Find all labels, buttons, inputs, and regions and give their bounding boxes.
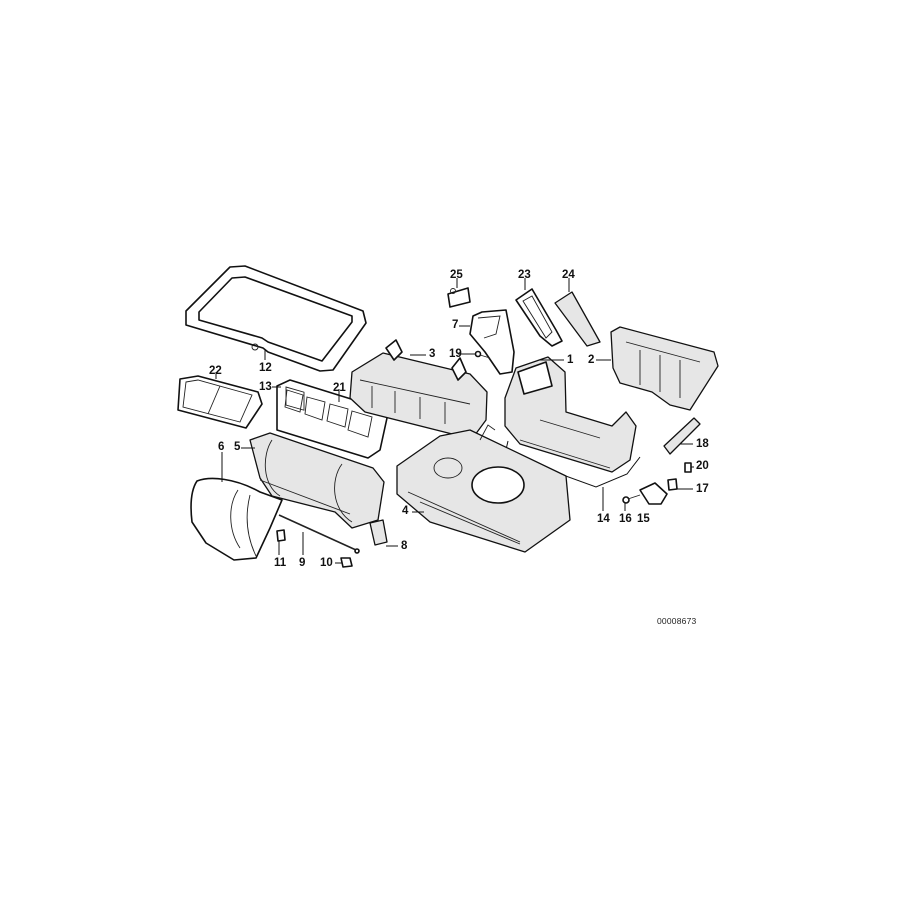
callout-11: 11 bbox=[274, 557, 287, 569]
diagram-reference-number: 00008673 bbox=[657, 616, 697, 626]
callout-12: 12 bbox=[259, 362, 272, 374]
part-1-lower-housing bbox=[504, 356, 637, 473]
callout-23: 23 bbox=[518, 269, 531, 281]
part-16-screw bbox=[622, 494, 641, 504]
part-18-strip bbox=[663, 417, 701, 455]
callout-10: 10 bbox=[320, 557, 333, 569]
part-15-bracket bbox=[639, 482, 668, 505]
part-7-air-duct bbox=[469, 309, 515, 375]
callout-9: 9 bbox=[299, 557, 306, 569]
part-12-gasket-frame bbox=[185, 265, 367, 372]
callout-5: 5 bbox=[234, 441, 241, 453]
callout-18: 18 bbox=[696, 438, 709, 450]
callout-6: 6 bbox=[218, 441, 225, 453]
callout-16: 16 bbox=[619, 513, 632, 525]
part-4-base-housing bbox=[396, 424, 571, 553]
callout-22: 22 bbox=[209, 365, 222, 377]
leader-lines bbox=[215, 278, 694, 564]
callout-8: 8 bbox=[401, 540, 408, 552]
part-24-cover-plate bbox=[554, 291, 601, 347]
part-20-clip bbox=[684, 462, 692, 473]
part-9-rod bbox=[278, 514, 360, 554]
part-2-right-housing bbox=[610, 326, 719, 411]
callout-21: 21 bbox=[333, 382, 346, 394]
part-23-seal bbox=[515, 288, 563, 347]
callout-17: 17 bbox=[696, 483, 709, 495]
part-10-nut bbox=[340, 557, 353, 568]
part-25-switch bbox=[447, 287, 471, 308]
part-13-window-frame bbox=[276, 379, 388, 459]
part-22-filter-frame bbox=[177, 375, 263, 429]
part-5-blower-housing bbox=[249, 432, 385, 529]
part-6-fan-shroud bbox=[190, 477, 283, 561]
part-11-clip bbox=[276, 529, 286, 542]
callout-25: 25 bbox=[450, 269, 463, 281]
callout-14: 14 bbox=[597, 513, 610, 525]
callout-15: 15 bbox=[637, 513, 650, 525]
callout-4: 4 bbox=[402, 505, 409, 517]
callout-3: 3 bbox=[429, 348, 436, 360]
callout-19: 19 bbox=[449, 348, 462, 360]
callout-1: 1 bbox=[567, 354, 574, 366]
callout-2: 2 bbox=[588, 354, 595, 366]
part-8-cap bbox=[369, 519, 388, 546]
part-3-upper-housing bbox=[349, 339, 488, 440]
callout-7: 7 bbox=[452, 319, 459, 331]
callout-24: 24 bbox=[562, 269, 575, 281]
callout-13: 13 bbox=[259, 381, 272, 393]
part-19-screw bbox=[474, 350, 491, 359]
part-17-clip bbox=[667, 478, 678, 491]
callout-20: 20 bbox=[696, 460, 709, 472]
